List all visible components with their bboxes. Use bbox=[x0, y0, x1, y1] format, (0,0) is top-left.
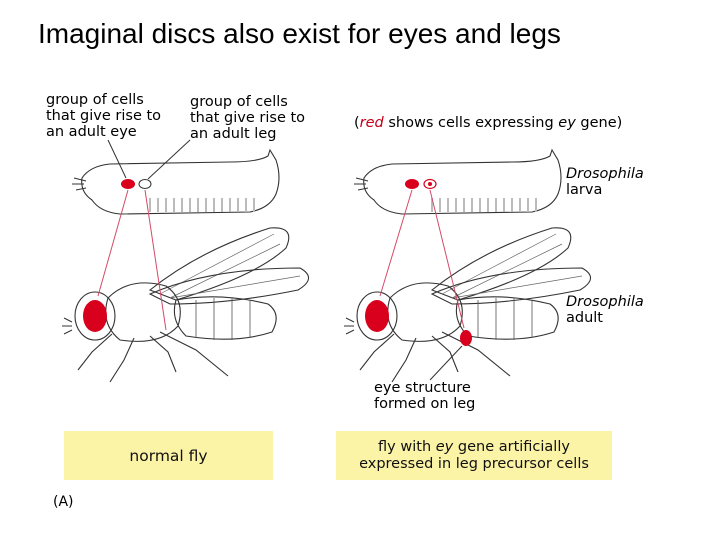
adult-stage: adult bbox=[566, 310, 603, 326]
caption-text: gene artificially bbox=[453, 439, 570, 455]
caption-ey-fly: fly with ey gene artificially expressed … bbox=[336, 431, 612, 480]
color-legend: (red shows cells expressing ey gene) bbox=[354, 115, 622, 131]
caption-ey-fly-line2: expressed in leg precursor cells bbox=[359, 456, 589, 472]
adult-label: Drosophila adult bbox=[566, 294, 644, 326]
eye-disc-label-line: group of cells bbox=[46, 92, 144, 108]
adult-eye-red bbox=[83, 300, 107, 332]
larva-normal bbox=[71, 149, 280, 215]
larva-ey bbox=[353, 149, 562, 215]
leg-disc-label-line: group of cells bbox=[190, 94, 288, 110]
ectopic-eye-pointer bbox=[429, 345, 463, 381]
panel-letter: (A) bbox=[53, 494, 74, 510]
legend-gene: ey bbox=[558, 115, 576, 131]
leg-disc-label-line: that give rise to bbox=[190, 110, 306, 126]
adult-genus: Drosophila bbox=[566, 294, 644, 310]
eye-development-arrow-ey bbox=[379, 189, 413, 297]
eye-disc-red bbox=[121, 179, 135, 189]
leg-disc bbox=[138, 179, 152, 189]
leg-development-arrow-ey bbox=[429, 189, 465, 329]
leg-disc-label-line: an adult leg bbox=[190, 126, 277, 142]
adult-eye-red-ey bbox=[365, 300, 389, 332]
legend-red-word: red bbox=[359, 115, 384, 131]
eye-on-leg-line: eye structure bbox=[374, 380, 471, 396]
eye-disc-label: group of cells that give rise to an adul… bbox=[46, 92, 161, 140]
eye-label-pointer bbox=[107, 139, 127, 179]
caption-gene: ey bbox=[435, 439, 454, 455]
leg-disc-ey-spot bbox=[428, 182, 432, 186]
leg-disc-label: group of cells that give rise to an adul… bbox=[190, 94, 305, 142]
leg-development-arrow bbox=[144, 189, 167, 331]
caption-ey-fly-line1: fly with ey gene artificially bbox=[336, 439, 612, 456]
eye-disc-red-ey bbox=[405, 179, 419, 189]
eye-on-leg-line: formed on leg bbox=[374, 396, 476, 412]
eye-disc-label-line: that give rise to bbox=[46, 108, 162, 124]
caption-normal-fly-text: normal fly bbox=[129, 446, 208, 465]
ectopic-eye-on-leg bbox=[460, 330, 472, 346]
larva-genus: Drosophila bbox=[566, 166, 644, 182]
eye-development-arrow bbox=[97, 189, 129, 297]
legend-text-end: gene) bbox=[575, 115, 623, 131]
eye-disc-label-line: an adult eye bbox=[46, 124, 137, 140]
leg-label-pointer bbox=[147, 139, 191, 180]
legend-text: shows cells expressing bbox=[383, 115, 559, 131]
larva-stage: larva bbox=[566, 182, 603, 198]
legend-open-paren: ( bbox=[354, 115, 360, 131]
larva-label: Drosophila larva bbox=[566, 166, 644, 198]
slide-title: Imaginal discs also exist for eyes and l… bbox=[38, 18, 561, 49]
eye-on-leg-label: eye structure formed on leg bbox=[374, 380, 475, 412]
caption-normal-fly: normal fly bbox=[64, 431, 273, 480]
caption-text: fly with bbox=[378, 439, 436, 455]
